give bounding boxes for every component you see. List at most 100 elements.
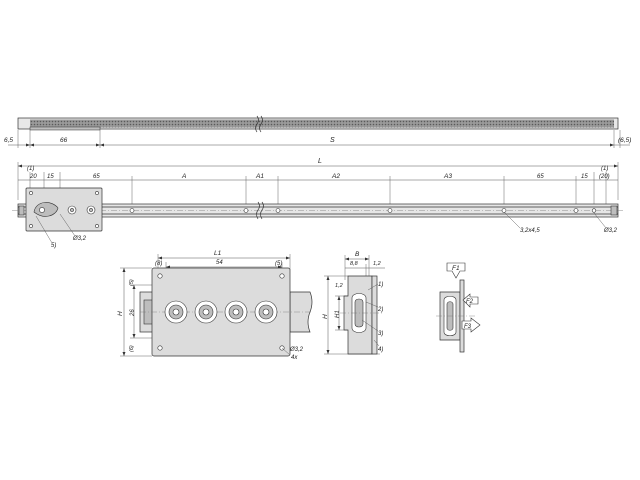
side-leader-5 [35, 215, 53, 244]
side-carriage-hole-2 [95, 191, 99, 195]
detail-dim-H-label: H [117, 311, 124, 316]
top-dim-66: 66 [60, 137, 68, 144]
load-arrow-F3 [461, 317, 481, 333]
side-slot-label: 3,2x4,5 [520, 228, 540, 234]
side-dim-15-right: 15 [581, 174, 588, 180]
side-dim-1-right: (1) [601, 166, 608, 172]
section-dim-1-2-top-label: 1,2 [373, 261, 381, 267]
side-arrow-L1 [18, 164, 22, 168]
detail-arrow-L1a [158, 256, 162, 260]
side-dim-A2: A2 [331, 173, 340, 180]
section-callout-3: 3) [378, 331, 383, 337]
section-callout-4: 4) [378, 347, 383, 353]
side-break-mark-2 [260, 201, 264, 220]
load-arrow-F2 [462, 293, 479, 308]
top-break-mark-2 [259, 115, 263, 133]
detail-plate-hole-3 [157, 345, 163, 351]
side-leader-slot [503, 211, 521, 229]
side-rail-hole-5 [501, 208, 507, 213]
top-break-mark [255, 115, 259, 133]
side-carriage-hole-4 [95, 224, 99, 228]
detail-dim-54-label: 54 [216, 260, 223, 266]
side-lock-lever [33, 202, 59, 217]
side-dim-L-label: L [318, 158, 322, 165]
detail-roller-1 [164, 300, 188, 324]
detail-dim-6-label: (6) [129, 345, 135, 352]
side-dim-A1: A1 [255, 173, 264, 180]
load-force-F2: F2 [466, 299, 474, 305]
detail-arrow-26b [132, 334, 136, 338]
top-arrow-4 [100, 143, 104, 147]
side-view: L (1) (1) 20 15 65 A A1 A2 A3 65 15 (20) [12, 158, 625, 249]
side-break-mark [256, 201, 260, 220]
detail-hole-count: 4x [291, 355, 298, 361]
top-dim-6-5: 6,5 [4, 137, 13, 144]
section-leader-4 [373, 339, 380, 347]
side-dim-A: A [181, 173, 186, 180]
side-hole-left-label: Ø3,2 [72, 236, 87, 242]
side-arrow-L2 [614, 164, 618, 168]
side-rail-hole-7 [591, 208, 597, 213]
section-leader-3 [361, 319, 379, 332]
detail-roller-4 [254, 300, 278, 324]
side-rail-hole-4 [387, 208, 393, 213]
side-rail-hole-6 [573, 208, 579, 213]
section-callout-1: 1) [378, 282, 383, 288]
detail-plate-hole-2 [279, 273, 285, 279]
detail-dim-5-top-label: (5) [275, 261, 282, 267]
top-arrow-2 [30, 143, 34, 147]
load-arrow-F1 [446, 262, 466, 279]
top-rail-knurl [30, 119, 614, 128]
side-dim-20: 20 [29, 174, 37, 180]
detail-roller-3 [224, 300, 248, 324]
detail-roller-2 [194, 300, 218, 324]
side-roller-2-inner [89, 208, 93, 212]
top-arrow-1 [26, 143, 30, 147]
side-hole-right-label: Ø3,2 [603, 228, 618, 234]
side-dim-A3: A3 [443, 173, 452, 180]
detail-leader-hole [281, 347, 291, 356]
top-rail-end-block [29, 126, 101, 131]
top-dim-6-5-right: (6,5) [618, 137, 631, 144]
section-arrow-Ba [345, 257, 349, 261]
side-roller-1-inner [70, 208, 74, 212]
side-leader-hole-left [59, 213, 76, 237]
side-dim-65: 65 [93, 174, 100, 180]
side-rail-hole-1 [129, 208, 135, 213]
side-end-stop-right [610, 205, 618, 216]
side-leader-hole-right [593, 212, 607, 229]
side-dim-65-right: 65 [537, 174, 544, 180]
side-callout-5: 5) [51, 243, 56, 249]
detail-view: L1 54 (8) (5) H 26 (5) (6) [117, 250, 313, 361]
section-leader-1 [367, 283, 379, 291]
section-dim-8-8-label: 8,8 [350, 261, 359, 267]
detail-dim-8-label: (8) [155, 261, 162, 267]
side-dim-20-right: (20) [599, 174, 610, 180]
side-rail-hole-3 [275, 208, 281, 213]
detail-arrow-Ha [122, 268, 126, 272]
side-end-stop-left [18, 205, 25, 216]
side-carriage-plate [25, 187, 103, 232]
load-force-F1: F1 [452, 265, 460, 272]
load-view: F1 F2 F3 [436, 262, 481, 353]
detail-dim-26-label: 26 [130, 309, 136, 317]
side-carriage-hole-3 [29, 224, 33, 228]
section-dim-H1-label: H1 [335, 310, 341, 318]
detail-arrow-26a [132, 285, 136, 289]
section-view: B 8,8 1,2 H H1 1,2 1) 2) 3) 4) [322, 251, 385, 355]
side-rail-hole-2 [243, 208, 249, 213]
detail-dim-5-left-label: (5) [129, 279, 135, 286]
side-dim-15: 15 [47, 174, 54, 180]
detail-arrow-Hb [122, 352, 126, 356]
side-dim-1-left: (1) [27, 166, 34, 172]
section-dim-1-2-side-label: 1,2 [335, 283, 343, 289]
top-arrow-5 [610, 143, 614, 147]
section-leader-2 [365, 301, 379, 308]
section-arrow-Bb [365, 257, 369, 261]
section-arrow-H1b [337, 326, 341, 330]
load-force-F3: F3 [464, 324, 472, 330]
section-callout-2: 2) [377, 307, 383, 313]
detail-arrow-L1b [286, 256, 290, 260]
section-carriage-plate [371, 275, 378, 355]
top-view: 6,5 66 S (6,5) [4, 115, 631, 148]
